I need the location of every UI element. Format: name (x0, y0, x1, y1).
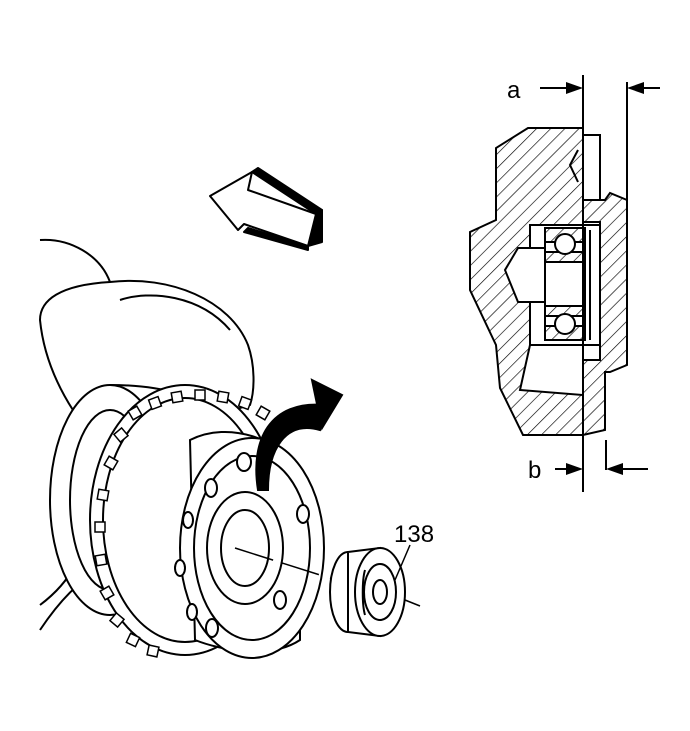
hub-bore (206, 491, 284, 605)
bearing-138 (329, 546, 406, 638)
dimension-lines (582, 75, 628, 492)
bearing-cross-section (469, 127, 628, 437)
bearing-ball-upper (554, 233, 576, 255)
dimension-label-a: a (507, 77, 521, 104)
part-leader-line (394, 544, 411, 581)
curved-arrow-icon (255, 378, 344, 491)
dimension-b-arrows (555, 463, 648, 475)
hub-flange (174, 431, 325, 659)
hollow-left-arrow-icon (209, 167, 323, 251)
reluctor-teeth (94, 389, 271, 658)
bearing-ball-lower (554, 313, 576, 335)
dimension-a-arrows (540, 82, 660, 94)
part-number-label: 138 (394, 521, 434, 548)
dimension-label-b: b (528, 457, 541, 484)
